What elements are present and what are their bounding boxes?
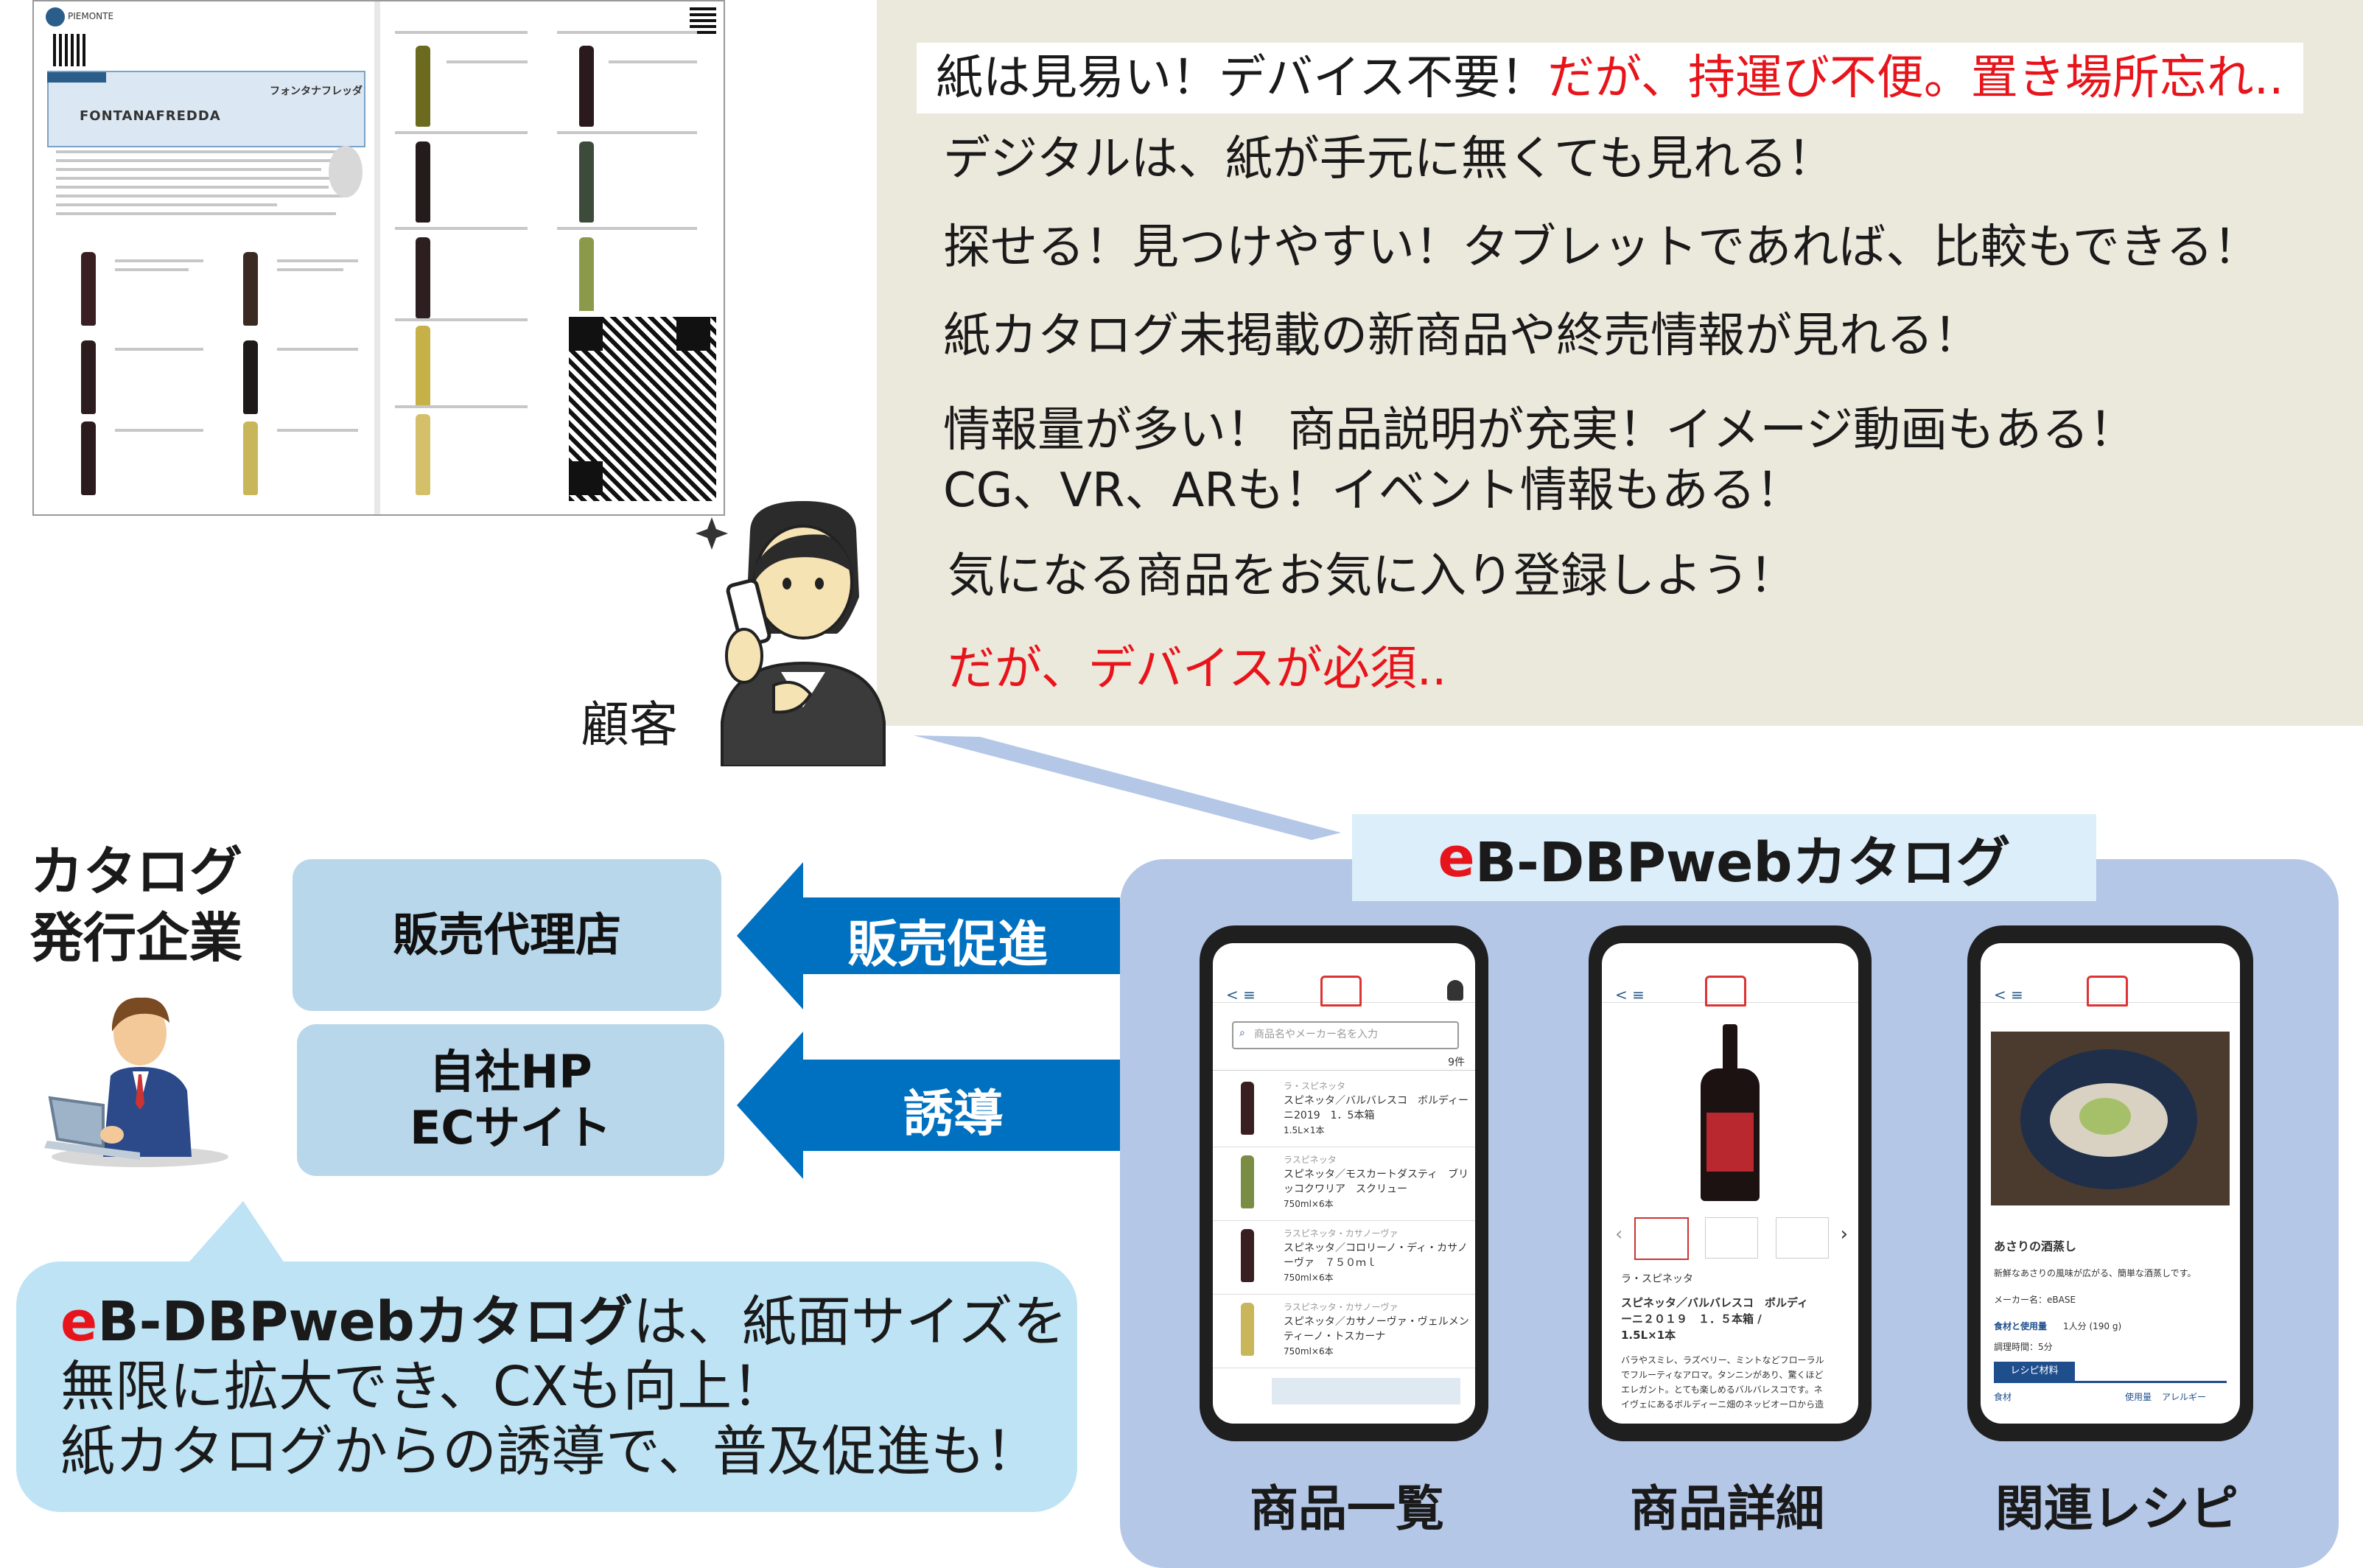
guide-arrow [737,1032,1120,1179]
customer-label: 顧客 [581,696,678,753]
back-icon[interactable]: < ≡ [1615,986,1645,1004]
publisher-title-line1: カタログ [29,841,242,903]
benefit-line-2: デジタルは、紙が手元に無くても見れる！ [943,132,1835,186]
benefit-line-1-text: 紙は見易い！デバイス不要！ [936,51,1548,105]
product-list-screen: < ≡ ⌕ 商品名やメーカー名を入力 9件 ラ・スピネッタ スピネッタ／バルバレ… [1213,943,1475,1424]
benefits-panel: 紙は見易い！デバイス不要！だが、持運び不便。置き場所忘れ.. デジタルは、紙が手… [877,0,2363,726]
catalog-brand: FONTANAFREDDA [80,108,221,124]
eb-title-e: e [1438,826,1475,889]
result-count: 9件 [1448,1057,1465,1068]
recipe-tab[interactable]: レシピ材料 [1994,1362,2075,1381]
serving-value: 1人分 (190 g) [2063,1321,2122,1331]
prev-arrow-icon[interactable]: ‹ [1615,1223,1623,1245]
eb-summary-bubble: eB-DBPwebカタログは、紙面サイズを 無限に拡大でき、CXも向上！ 紙カタ… [16,1261,1077,1512]
benefit-line-3: 探せる！見つけやすい！タブレットであれば、比較もできる！ [943,220,2261,275]
search-icon: ⌕ [1239,1027,1245,1039]
detail-size: 1.5L×1本 [1621,1329,1676,1342]
benefit-line-4: 紙カタログ未掲載の新商品や終売情報が見れる！ [943,309,1981,363]
phone-product-detail: < ≡ ‹ › ラ・スピネッタ スピネッタ／バルバレスコ ボルディ ーニ２０１９… [1589,925,1872,1441]
home-logo-icon[interactable] [1320,976,1362,1007]
publisher-title: カタログ 発行企業 [15,839,258,971]
hp-ec-box: 自社HP ECサイト [297,1024,724,1176]
benefit-line-1-drawback: だが、持運び不便。置き場所忘れ.. [1547,51,2284,105]
catalog-title: フォンタナフレッダ [270,85,363,97]
bubble-line-2: 無限に拡大でき、CXも向上！ [60,1355,787,1418]
bubble-line-3: 紙カタログからの誘導で、普及促進も！ [60,1420,1040,1483]
bubble-product-name: B-DBPwebカタログ [97,1290,633,1354]
list-item[interactable]: ラスピネッタ スピネッタ／モスカートダスティ ブリ ッコクワリア スクリュー 7… [1213,1148,1475,1221]
publisher-icon [44,997,228,1167]
col-amount: 使用量 [2125,1392,2152,1402]
wine-bottle-image [1701,1024,1760,1201]
bubble-line-1: eB-DBPwebカタログは、紙面サイズを [60,1289,1068,1354]
recipe-desc: 新鮮なあさりの風味が広がる、簡単な酒蒸しです。 [1994,1268,2196,1278]
recipe-photo [1991,1032,2230,1205]
detail-maker: ラ・スピネッタ [1621,1273,1693,1285]
dealer-box: 販売代理店 [293,859,721,1011]
serving-label: 食材と使用量 [1994,1321,2048,1331]
list-item[interactable]: ラ・スピネッタ スピネッタ／バルバレスコ ボルディー ニ2019 1．5本箱 1… [1213,1074,1475,1147]
benefit-line-6: CG、VR、ARも！イベント情報もある！ [943,463,1803,518]
detail-desc-4: イヴェにあるボルディーニ畑のネッビオーロから造 [1621,1399,1824,1410]
search-input[interactable]: ⌕ 商品名やメーカー名を入力 [1232,1021,1459,1049]
product-detail-screen: < ≡ ‹ › ラ・スピネッタ スピネッタ／バルバレスコ ボルディ ーニ２０１９… [1602,943,1858,1424]
detail-desc-3: エレガント。とても楽しめるバルバレスコです。ネ [1621,1385,1823,1395]
cook-time: 調理時間：5分 [1994,1342,2053,1352]
arrows [737,862,1120,1179]
ec-label: ECサイト [410,1101,612,1155]
recipe-maker: メーカー名：eBASE [1994,1295,2076,1305]
list-item[interactable]: ラスピネッタ・カサノーヴァ スピネッタ／カサノーヴァ・ヴェルメン ティーノ・トス… [1213,1295,1475,1368]
benefit-line-8: だが、デバイスが必須.. [948,642,1447,696]
user-icon[interactable] [1447,980,1463,1001]
home-logo-icon[interactable] [1705,976,1746,1007]
col-allergy: アレルギー [2162,1392,2207,1402]
detail-name-2: ーニ２０１９ １．５本箱 / [1621,1312,1762,1326]
thumbnail[interactable] [1776,1217,1829,1259]
next-arrow-icon[interactable]: › [1840,1223,1848,1245]
speech-pointer [914,735,1341,840]
paper-catalog-image: PIEMONTE FONTANAFREDDA フォンタナフレッダ [32,0,725,516]
catalog-left-page: PIEMONTE FONTANAFREDDA フォンタナフレッダ [34,1,374,514]
publisher-title-line2: 発行企業 [29,907,242,969]
recipe-title: あさりの酒蒸し [1994,1239,2077,1253]
col-ingredient: 食材 [1994,1392,2012,1402]
guide-label: 誘導 [903,1085,1004,1144]
phone-related-recipe: < ≡ あさりの酒蒸し 新鮮なあさりの風味が広がる、簡単な酒蒸しです。 メーカー… [1967,925,2253,1441]
phone-product-list: < ≡ ⌕ 商品名やメーカー名を入力 9件 ラ・スピネッタ スピネッタ／バルバレ… [1200,925,1488,1441]
bubble-e: e [60,1290,98,1354]
home-logo-icon[interactable] [2087,976,2128,1007]
dealer-label: 販売代理店 [392,908,621,962]
benefit-line-7: 気になる商品をお気に入り登録しよう！ [948,549,1796,603]
back-icon[interactable]: < ≡ [1226,986,1256,1004]
detail-desc-2: でフルーティなアロマ。タンニンがあり、驚くほど [1621,1370,1824,1380]
thumbnail[interactable] [1634,1217,1689,1260]
bubble-line-1-rest: は、紙面サイズを [632,1290,1068,1354]
customer-icon [696,501,886,766]
caption-product-detail: 商品詳細 [1630,1480,1824,1537]
caption-product-list: 商品一覧 [1250,1480,1444,1537]
promo-arrow [737,862,1120,1009]
detail-desc-1: バラやスミレ、ラズベリー、ミントなどフローラル [1621,1355,1824,1365]
recipe-screen: < ≡ あさりの酒蒸し 新鮮なあさりの風味が広がる、簡単な酒蒸しです。 メーカー… [1981,943,2240,1424]
catalog-region: PIEMONTE [68,11,114,21]
benefit-line-5: 情報量が多い！ 商品説明が充実！イメージ動画もある！ [943,403,2137,458]
back-icon[interactable]: < ≡ [1994,986,2023,1004]
detail-name-1: スピネッタ／バルバレスコ ボルディ [1621,1296,1808,1309]
caption-related-recipe: 関連レシピ [1995,1480,2238,1537]
thumbnail[interactable] [1705,1217,1758,1259]
promo-label: 販売促進 [847,916,1049,974]
search-placeholder: 商品名やメーカー名を入力 [1254,1029,1378,1040]
list-item[interactable]: ラスピネッタ・カサノーヴァ スピネッタ／コロリーノ・ディ・カサノ ーヴァ ７５０… [1213,1222,1475,1295]
catalog-right-page [380,1,724,514]
bubble-pointer [184,1201,287,1267]
eb-title-rest: B-DBPwebカタログ [1474,830,2011,895]
hp-label: 自社HP [429,1045,592,1099]
benefit-line-1: 紙は見易い！デバイス不要！だが、持運び不便。置き場所忘れ.. [917,43,2303,113]
